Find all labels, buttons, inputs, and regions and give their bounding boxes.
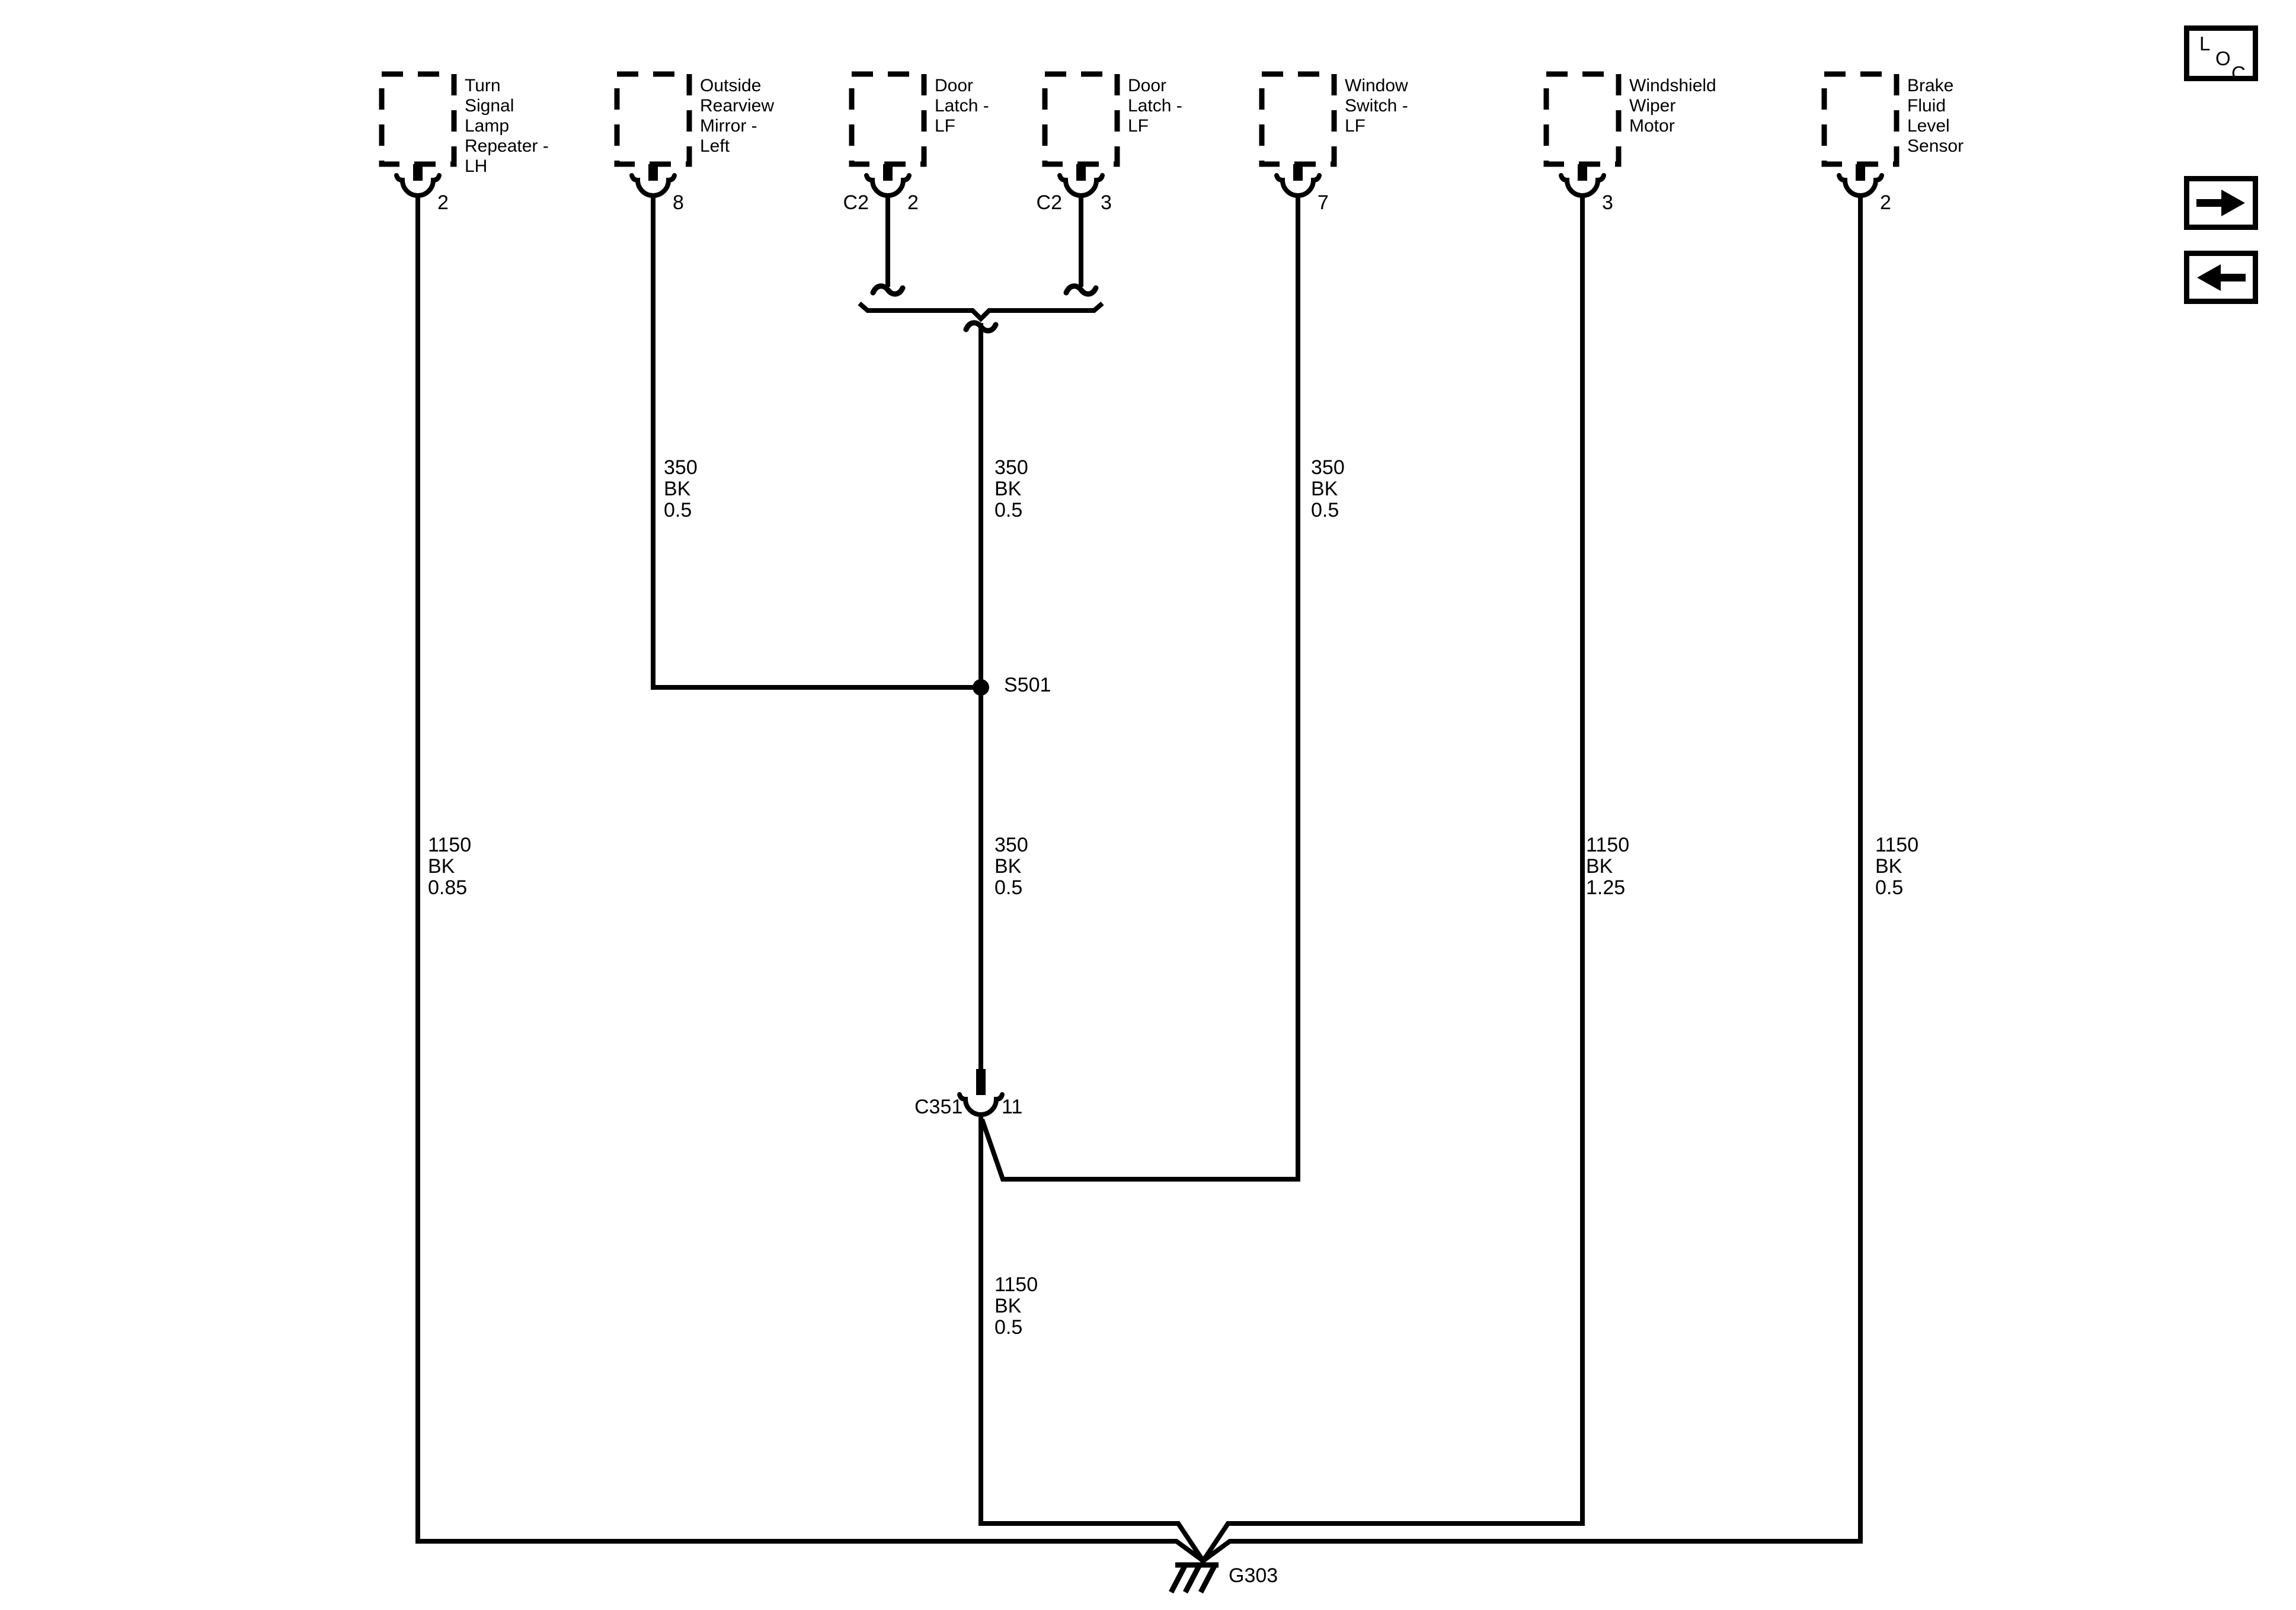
component-label-door-latch-2: Door Latch - LF <box>1128 76 1182 136</box>
pin-number-window-switch: 7 <box>1318 191 1329 214</box>
pin-number-mirror: 8 <box>673 191 684 214</box>
wire-label-door-latch: 350 BK 0.5 <box>994 456 1028 521</box>
component-label-window-switch: Window Switch - LF <box>1345 76 1408 136</box>
connector-label-door-latch-2: C2 <box>1036 191 1062 214</box>
component-label-door-latch-1: Door Latch - LF <box>935 76 989 136</box>
component-label-mirror: Outside Rearview Mirror - Left <box>700 76 775 156</box>
component-label-turn-signal: Turn Signal Lamp Repeater - LH <box>465 76 549 176</box>
merge-brace <box>858 301 1104 322</box>
component-box-wiper-motor <box>1543 71 1622 167</box>
ground-icon <box>1169 1558 1219 1594</box>
wire-label-window-switch: 350 BK 0.5 <box>1311 456 1345 521</box>
component-label-brake-sensor: Brake Fluid Level Sensor <box>1907 76 1964 156</box>
wires <box>415 196 1863 1563</box>
previous-page-button[interactable] <box>2184 251 2258 304</box>
window-switch-ground-wire <box>980 196 1300 1182</box>
mirror-ground-wire <box>651 196 981 690</box>
wire-twist-icons <box>870 283 1099 334</box>
loc-letter-o: O <box>2215 47 2231 69</box>
pin-stub-icons <box>413 164 1865 181</box>
loc-letter-l: L <box>2199 33 2211 55</box>
wire-label-splice-output: 350 BK 0.5 <box>994 834 1028 899</box>
component-box-outlines <box>379 71 1900 167</box>
wire-label-wiper-motor: 1150 BK 1.25 <box>1586 834 1630 899</box>
loc-letter-c: C <box>2231 62 2246 84</box>
inline-connector-label: C351 <box>914 1096 963 1118</box>
loc-legend-button[interactable]: L O C <box>2184 25 2258 84</box>
wire-label-c351-output: 1150 BK 0.5 <box>994 1273 1038 1339</box>
component-box-brake-sensor <box>1821 71 1900 167</box>
wiper-ground-wire <box>1201 196 1585 1563</box>
wire-label-turn-signal: 1150 BK 0.85 <box>428 834 472 899</box>
component-label-wiper-motor: Windshield Wiper Motor <box>1629 76 1716 136</box>
inline-connector-icon <box>957 1069 1005 1117</box>
pin-number-brake-sensor: 2 <box>1880 191 1891 214</box>
ground-label: G303 <box>1229 1564 1278 1587</box>
pin-number-door-latch-1: 2 <box>907 191 919 214</box>
brake-sensor-ground-wire <box>1201 196 1863 1563</box>
pin-number-turn-signal: 2 <box>437 191 449 214</box>
wire-label-brake-sensor: 1150 BK 0.5 <box>1875 834 1919 899</box>
connector-label-door-latch-1: C2 <box>843 191 869 214</box>
terminal-cup-icons <box>394 173 1884 198</box>
splice-label: S501 <box>1004 674 1051 696</box>
left-arrow-icon <box>2197 264 2246 291</box>
c351-output-wire <box>978 1117 1205 1563</box>
splice-dot-icon <box>973 679 989 696</box>
pin-number-door-latch-2: 3 <box>1101 191 1112 214</box>
right-arrow-icon <box>2196 190 2245 216</box>
next-page-button[interactable] <box>2184 176 2258 230</box>
inline-connector-pin: 11 <box>1002 1096 1023 1118</box>
pin-number-wiper-motor: 3 <box>1602 191 1613 214</box>
component-box-turn-signal <box>379 71 457 167</box>
wire-label-mirror: 350 BK 0.5 <box>664 456 698 521</box>
turn-signal-ground-wire <box>415 196 1205 1563</box>
